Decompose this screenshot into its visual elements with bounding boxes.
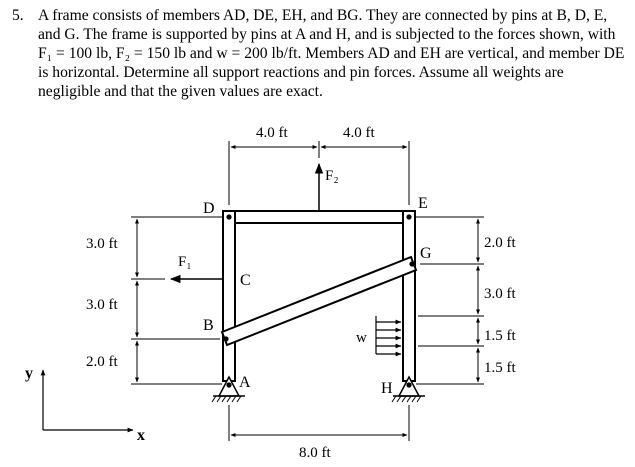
member-eh bbox=[402, 210, 416, 382]
label-a: A bbox=[239, 374, 251, 391]
pin-e bbox=[406, 214, 412, 220]
dim-right-1: 2.0 ft bbox=[484, 235, 516, 251]
member-ad bbox=[222, 210, 236, 382]
dimension-top bbox=[228, 141, 410, 205]
dim-right-3: 1.5 ft bbox=[484, 328, 516, 344]
label-b: B bbox=[203, 317, 214, 334]
label-e: E bbox=[418, 195, 428, 212]
pin-g bbox=[409, 261, 415, 267]
dim-left-3: 2.0 ft bbox=[86, 354, 118, 370]
dimension-left bbox=[131, 216, 223, 385]
coordinate-axes bbox=[40, 369, 134, 433]
label-w: w bbox=[356, 330, 367, 346]
label-h: H bbox=[381, 380, 393, 397]
member-bg bbox=[220, 255, 418, 347]
axis-y-label: y bbox=[25, 365, 33, 382]
dim-top-left: 4.0 ft bbox=[256, 125, 288, 141]
dim-right-2: 3.0 ft bbox=[484, 286, 516, 302]
label-f1: F₁ bbox=[178, 254, 192, 270]
label-d: D bbox=[203, 200, 215, 217]
axis-x-label: x bbox=[137, 427, 145, 444]
dim-left-2: 3.0 ft bbox=[86, 297, 118, 313]
dim-top-right: 4.0 ft bbox=[343, 125, 375, 141]
dim-right-4: 1.5 ft bbox=[484, 360, 516, 376]
label-f2: F₂ bbox=[325, 168, 339, 184]
member-de bbox=[225, 210, 414, 224]
distributed-load-w bbox=[375, 316, 402, 357]
pin-b bbox=[223, 336, 229, 342]
pin-d bbox=[226, 214, 232, 220]
support-h bbox=[391, 375, 425, 403]
dimension-bottom bbox=[228, 405, 410, 441]
dim-bottom: 8.0 ft bbox=[299, 445, 331, 461]
label-g: G bbox=[420, 245, 432, 262]
problem-number: 5. bbox=[12, 7, 24, 24]
dimension-right bbox=[416, 216, 484, 385]
dim-left-1: 3.0 ft bbox=[86, 236, 118, 252]
problem-text: A frame consists of members AD, DE, EH, … bbox=[38, 7, 625, 100]
support-a bbox=[211, 375, 245, 403]
label-c: C bbox=[240, 272, 251, 289]
